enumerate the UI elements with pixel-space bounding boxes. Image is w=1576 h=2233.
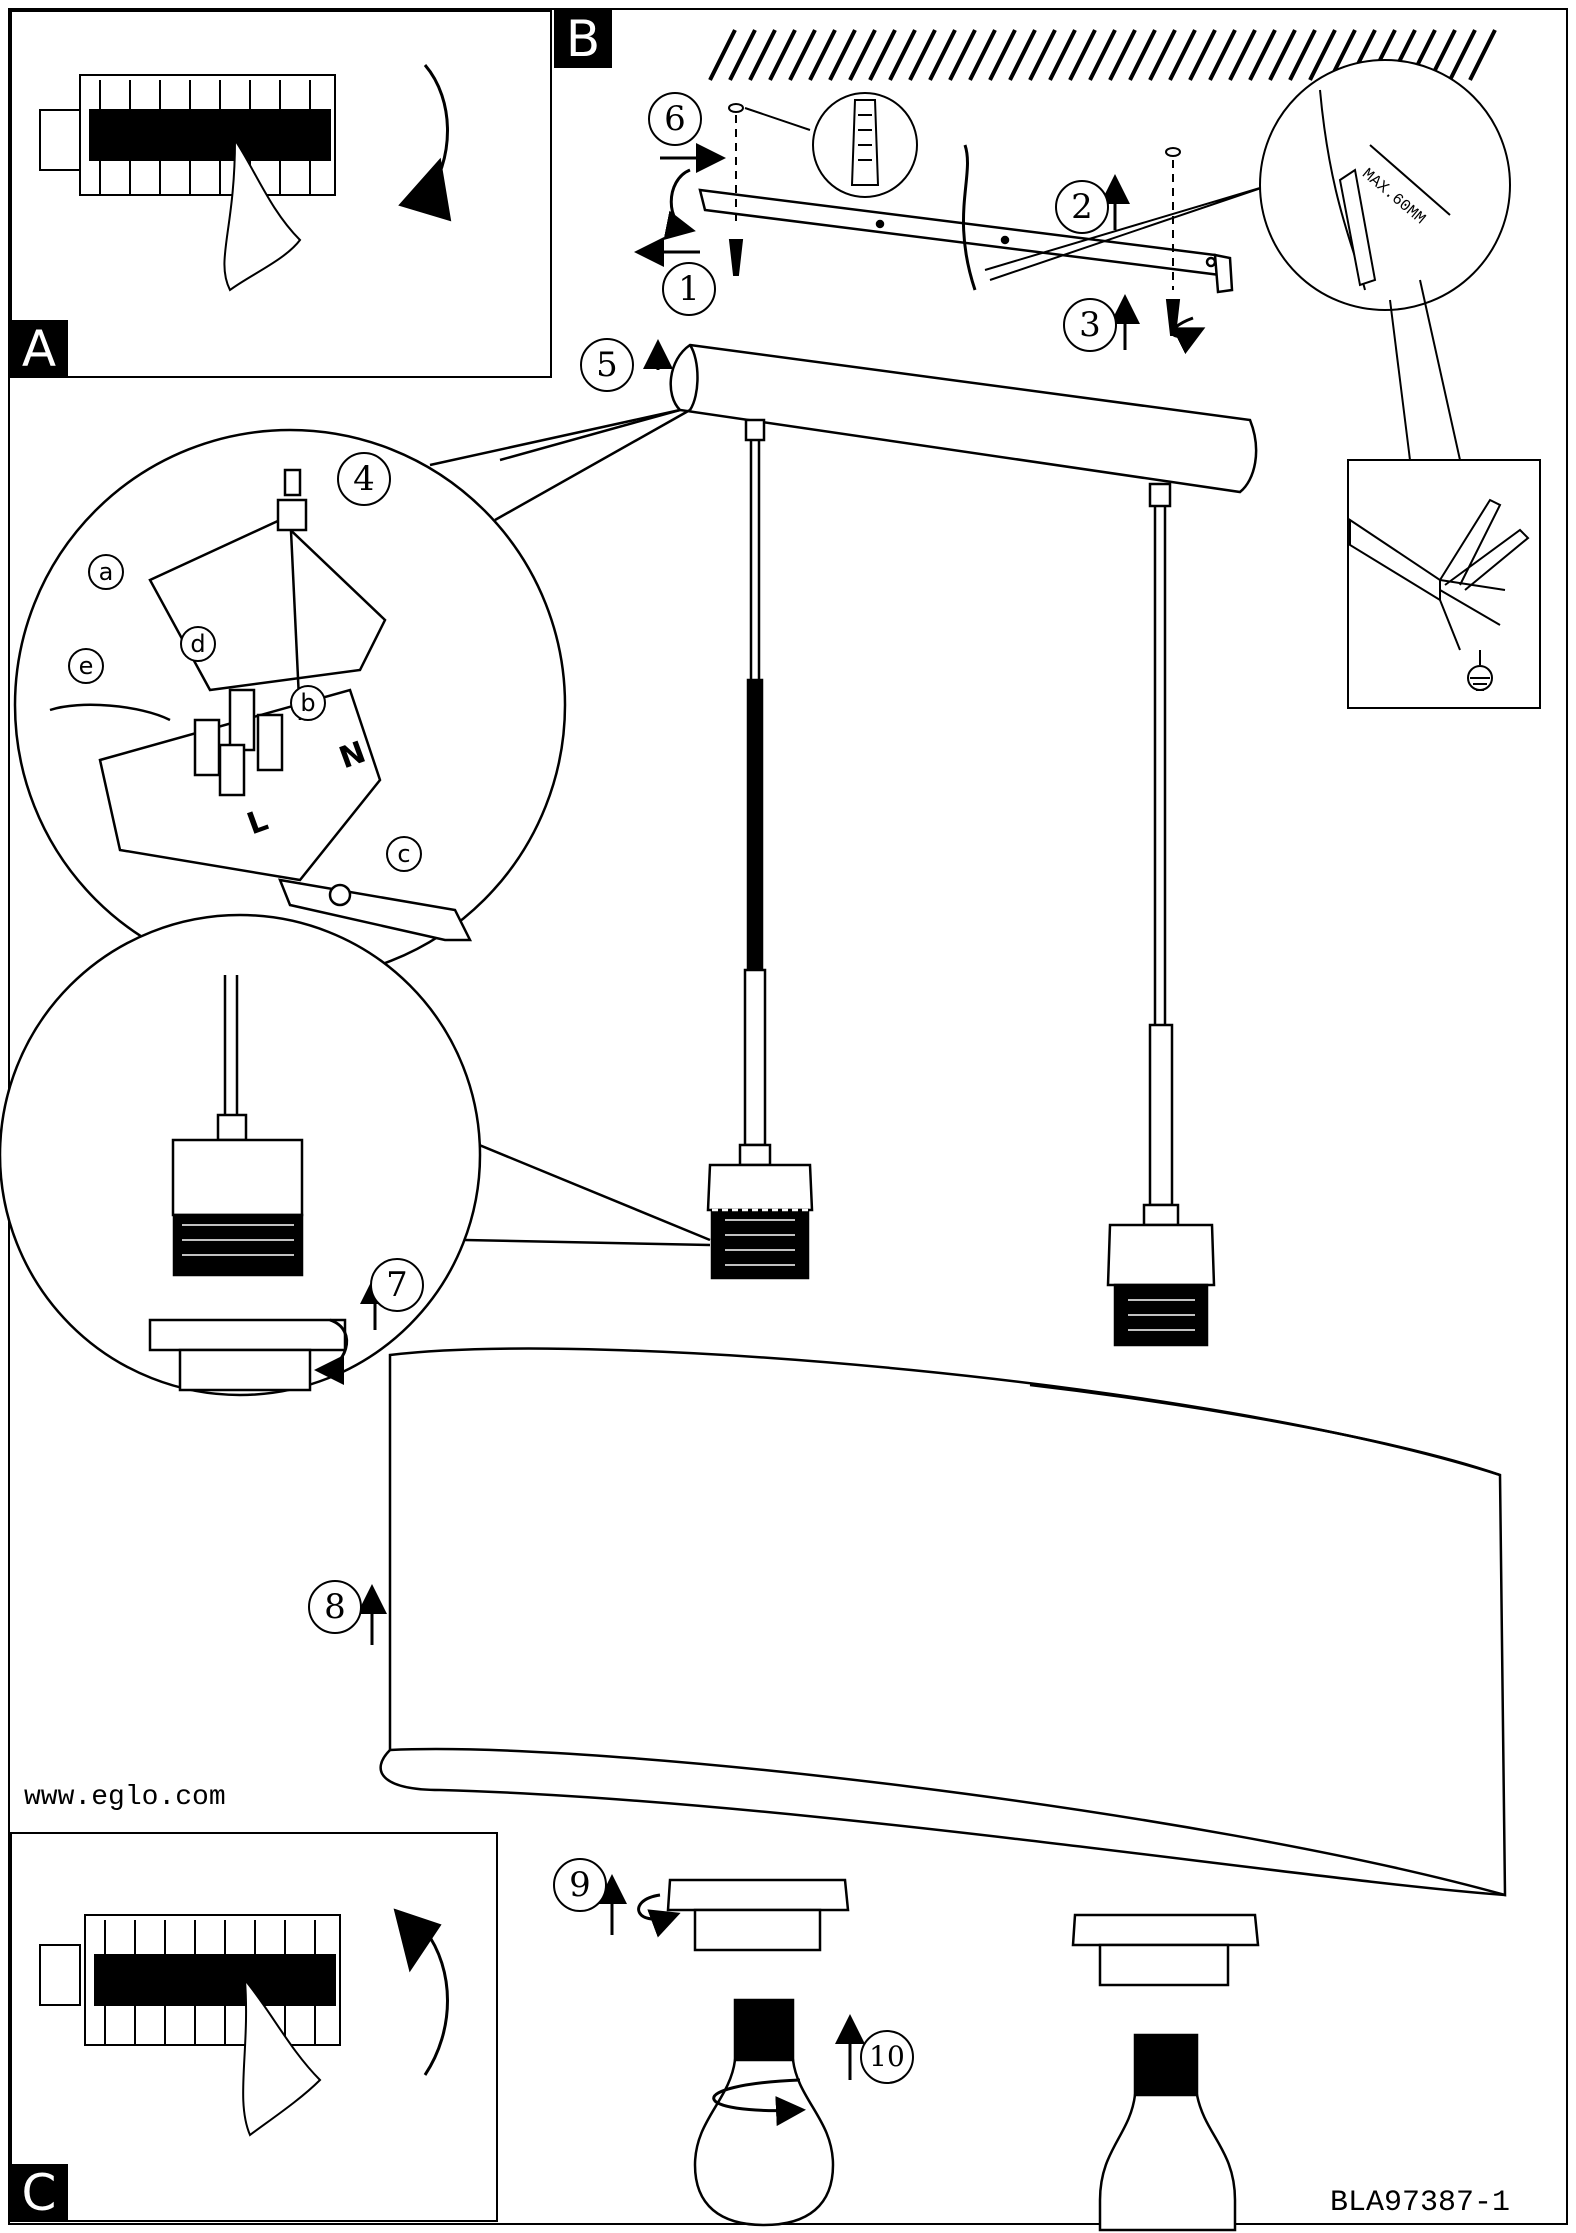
pendant-cord-left xyxy=(708,420,812,1278)
step-9: 9 xyxy=(553,1858,607,1912)
mounting-bracket xyxy=(700,190,1232,292)
pendant-cord-right xyxy=(1108,484,1214,1345)
step-8: 8 xyxy=(308,1580,362,1634)
panel-c-label: C xyxy=(10,2164,68,2222)
drum-shade xyxy=(381,1349,1505,1895)
panel-b-label: B xyxy=(554,10,612,68)
step-4: 4 xyxy=(337,452,391,506)
document-code: BLA97387-1 xyxy=(1330,2186,1510,2220)
light-bulb-icon xyxy=(695,2000,1235,2230)
step-3: 3 xyxy=(1063,298,1117,352)
step-10: 10 xyxy=(860,2030,914,2084)
substep-d: d xyxy=(180,626,216,662)
website-text: www.eglo.com xyxy=(24,1782,226,1813)
substep-a: a xyxy=(88,554,124,590)
shade-rings xyxy=(668,1880,1258,1985)
step-7: 7 xyxy=(370,1258,424,1312)
supply-cable xyxy=(963,145,975,290)
socket-ring-callout xyxy=(0,915,710,1395)
step-2: 2 xyxy=(1055,180,1109,234)
pliers-inset xyxy=(1348,460,1540,708)
wall-plug-icon xyxy=(745,93,917,197)
panel-a-label: A xyxy=(10,320,68,378)
panel-c-power-on: C xyxy=(10,1832,498,2222)
substep-b: b xyxy=(290,685,326,721)
step-6: 6 xyxy=(648,92,702,146)
substep-e: e xyxy=(68,648,104,684)
substep-c: c xyxy=(386,836,422,872)
step-1: 1 xyxy=(662,262,716,316)
panel-a-power-off: A xyxy=(10,10,552,378)
step-5: 5 xyxy=(580,338,634,392)
